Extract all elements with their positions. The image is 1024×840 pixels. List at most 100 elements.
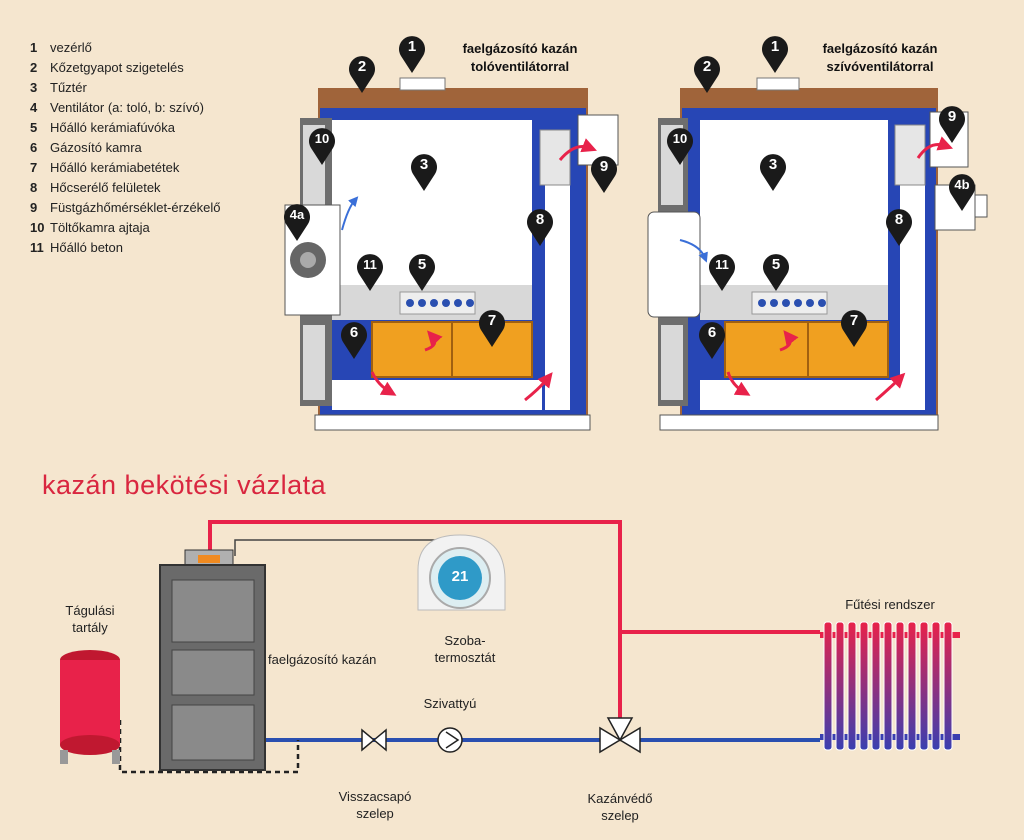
radiator-fin (907, 621, 917, 751)
marker-pin-2: 2 (694, 56, 720, 93)
boiler-protection-valve (599, 717, 641, 754)
legend-number: 1 (30, 40, 38, 55)
marker-label: 5 (772, 256, 780, 273)
room-thermostat (417, 534, 506, 611)
legend-text: Hőálló beton (50, 240, 123, 255)
marker-pin-9: 9 (939, 106, 965, 143)
legend-number: 10 (30, 220, 45, 235)
legend-item: 2 Kőzetgyapot szigetelés (30, 58, 221, 78)
pump (437, 727, 463, 753)
marker-label: 10 (315, 131, 329, 146)
marker-label: 6 (350, 324, 358, 341)
legend-number: 3 (30, 80, 38, 95)
hot-supply-pipe (208, 520, 820, 634)
boiler-left-caption-line1: faelgázosító kazán (462, 41, 578, 56)
check-valve-label-line1: Visszacsapó (338, 789, 412, 804)
legend-text: Tűztér (50, 80, 87, 95)
marker-label: 6 (708, 324, 716, 341)
heating-system-label: Fűtési rendszer (845, 597, 935, 612)
legend-text: Hőálló kerámiafúvóka (50, 120, 176, 135)
marker-label: 3 (420, 156, 428, 173)
boiler-right-caption-line1: faelgázosító kazán (822, 41, 938, 56)
boiler-right-caption-line2: szívóventilátorral (826, 59, 934, 74)
protection-valve-label: Kazánvédő szelep (565, 790, 675, 824)
thermostat-label: Szoba- termosztát (420, 632, 510, 666)
protection-valve-label-line1: Kazánvédő (587, 791, 653, 806)
firebox (700, 120, 888, 285)
marker-pin-1: 1 (762, 36, 788, 73)
marker-pin-10: 10 (667, 128, 693, 165)
radiator-fin (847, 621, 857, 751)
marker-label: 5 (418, 256, 426, 273)
marker-label: 11 (363, 257, 377, 272)
legend-item: 5 Hőálló kerámiafúvóka (30, 118, 221, 138)
marker-pin-4a: 4a (284, 204, 310, 241)
marker-label: 2 (703, 58, 711, 75)
legend-text: Ventilátor (a: toló, b: szívó) (50, 100, 204, 115)
expansion-line (118, 720, 300, 774)
thermostat-display: 21 (451, 568, 469, 585)
legend-number: 4 (30, 100, 38, 115)
marker-label: 11 (715, 257, 729, 272)
legend-item: 11 Hőálló beton (30, 238, 221, 258)
marker-pin-5: 5 (763, 254, 789, 291)
marker-pin-9: 9 (591, 156, 617, 193)
protection-valve-label-line2: szelep (601, 808, 639, 823)
marker-label: 2 (358, 58, 366, 75)
check-valve-label: Visszacsapó szelep (320, 788, 430, 822)
radiator-fin (919, 621, 929, 751)
marker-pin-11: 11 (709, 254, 735, 291)
marker-pin-7: 7 (841, 310, 867, 347)
marker-label: 1 (771, 38, 779, 55)
legend-text: Hőcserélő felületek (50, 180, 161, 195)
marker-label: 9 (948, 108, 956, 125)
marker-pin-11: 11 (357, 254, 383, 291)
radiator-fin (871, 621, 881, 751)
radiator-fin (835, 621, 845, 751)
marker-pin-6: 6 (341, 322, 367, 359)
expansion-tank-label-line2: tartály (72, 620, 108, 635)
check-valve (361, 728, 387, 752)
thermostat-label-line2: termosztát (434, 650, 496, 665)
marker-pin-3: 3 (760, 154, 786, 191)
controller (756, 77, 800, 91)
boiler-left-caption: faelgázosító kazán tolóventilátorral (440, 40, 600, 76)
radiator-fin (883, 621, 893, 751)
schematic-boiler (159, 549, 266, 771)
legend-number: 6 (30, 140, 38, 155)
boiler-right-caption: faelgázosító kazán szívóventilátorral (800, 40, 960, 76)
expansion-tank (60, 650, 120, 764)
radiator (820, 621, 960, 751)
legend-text: Kőzetgyapot szigetelés (50, 60, 184, 75)
expansion-tank-label: Tágulási tartály (45, 602, 135, 636)
legend-number: 11 (30, 240, 44, 255)
marker-pin-8: 8 (527, 209, 553, 246)
check-valve-label-line2: szelep (356, 806, 394, 821)
marker-label: 8 (895, 211, 903, 228)
radiator-fin (931, 621, 941, 751)
radiator-fin (859, 621, 869, 751)
radiator-fin (895, 621, 905, 751)
legend-item: 3 Tűztér (30, 78, 221, 98)
legend-number: 8 (30, 180, 38, 195)
marker-pin-3: 3 (411, 154, 437, 191)
radiator-fin (943, 621, 953, 751)
marker-pin-10: 10 (309, 128, 335, 165)
thermostat-label-line1: Szoba- (444, 633, 486, 648)
marker-pin-4b: 4b (949, 174, 975, 211)
marker-label: 3 (769, 156, 777, 173)
boiler-right (647, 77, 988, 431)
legend-number: 2 (30, 60, 38, 75)
marker-label: 4b (954, 177, 969, 192)
connection-schematic (60, 520, 960, 774)
controller (399, 77, 446, 91)
marker-pin-2: 2 (349, 56, 375, 93)
legend-number: 7 (30, 160, 38, 175)
legend-number: 5 (30, 120, 38, 135)
legend-text: Töltőkamra ajtaja (50, 220, 150, 235)
